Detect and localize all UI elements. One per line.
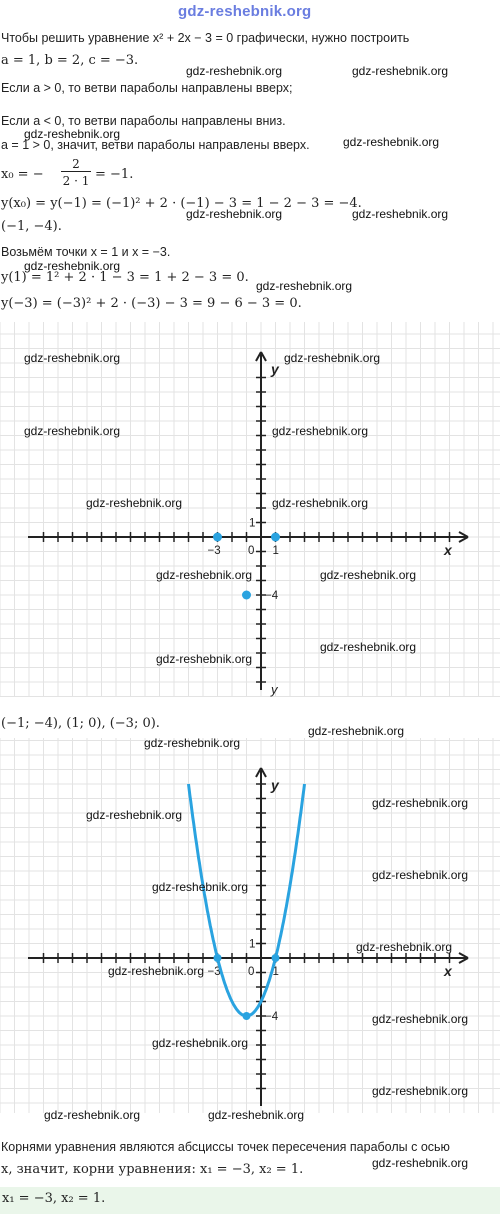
x-axis-label: x	[443, 963, 453, 979]
watermark: gdz-reshebnik.org	[372, 1156, 469, 1170]
watermark: gdz-reshebnik.org	[186, 207, 283, 221]
vertex-x-right: = −1.	[95, 167, 134, 182]
watermark: gdz-reshebnik.org	[24, 127, 121, 141]
watermark: gdz-reshebnik.org	[320, 640, 417, 654]
axes: y x 0 1 1 −3 −4	[28, 351, 469, 690]
vertex-x-denominator: 2 · 1	[62, 174, 90, 188]
tick-label-y-minus-4: −4	[265, 1011, 279, 1023]
y-at-minus-3: y(−3) = (−3)² + 2 · (−3) − 3 = 9 − 6 − 3…	[1, 296, 302, 311]
watermark: gdz-reshebnik.org	[186, 64, 283, 78]
watermark: gdz-reshebnik.org	[256, 279, 353, 293]
watermark: gdz-reshebnik.org	[208, 1108, 305, 1122]
watermark: gdz-reshebnik.org	[372, 1084, 469, 1098]
intro-line: Чтобы решить уравнение x² + 2x − 3 = 0 г…	[1, 31, 410, 45]
watermark: gdz-reshebnik.org	[24, 351, 121, 365]
tick-label-x-1: 1	[273, 966, 279, 978]
watermark: gdz-reshebnik.org	[86, 808, 183, 822]
watermark: gdz-reshebnik.org	[352, 207, 449, 221]
watermark: gdz-reshebnik.org	[372, 796, 469, 810]
tick-label-y-minus-4: −4	[265, 590, 279, 602]
watermark: gdz-reshebnik.org	[24, 259, 121, 273]
branches-up-rule: Если a > 0, то ветви параболы направлены…	[1, 81, 293, 95]
vertex-point	[242, 1012, 251, 1020]
watermark: gdz-reshebnik.org	[156, 652, 253, 666]
tick-label-x-1: 1	[273, 545, 279, 557]
watermark: gdz-reshebnik.org	[272, 424, 369, 438]
watermark: gdz-reshebnik.org	[320, 568, 417, 582]
watermark: gdz-reshebnik.org	[86, 496, 183, 510]
parabola-graph: y x 0 1 1 −3 −4	[0, 738, 500, 1113]
watermark: gdz-reshebnik.org	[44, 1108, 141, 1122]
grid	[0, 322, 500, 697]
root-point	[213, 954, 222, 962]
origin-label: 0	[248, 545, 254, 557]
watermark: gdz-reshebnik.org	[372, 868, 469, 882]
conclusion-line-2: x, значит, корни уравнения: x₁ = −3, x₂ …	[1, 1162, 304, 1177]
branches-conclusion: a = 1 > 0, значит, ветви параболы направ…	[1, 138, 310, 152]
site-header[interactable]: gdz-reshebnik.org	[178, 3, 312, 20]
marks	[213, 532, 280, 600]
tick-label-y-1: 1	[249, 518, 255, 530]
watermark: gdz-reshebnik.org	[308, 724, 405, 738]
y-at-1: y(1) = 1² + 2 · 1 − 3 = 1 + 2 − 3 = 0.	[1, 270, 249, 285]
watermark: gdz-reshebnik.org	[152, 1036, 249, 1050]
origin-label: 0	[248, 966, 254, 978]
y-axis-arrow	[255, 351, 267, 362]
watermark: gdz-reshebnik.org	[343, 135, 440, 149]
y-axis-label: y	[270, 777, 280, 793]
coefficients-line: a = 1, b = 2, c = −3.	[1, 53, 139, 68]
vertex-x-numerator: 2	[61, 157, 91, 172]
y-axis-label: y	[270, 361, 280, 377]
branches-down-rule: Если a < 0, то ветви параболы направлены…	[1, 114, 286, 128]
watermark: gdz-reshebnik.org	[156, 568, 253, 582]
answer-text: x₁ = −3, x₂ = 1.	[2, 1191, 106, 1206]
points-choice: Возьмём точки x = 1 и x = −3.	[1, 245, 171, 259]
x-axis-arrow	[458, 952, 469, 964]
vertex-x-left: x₀ = −	[1, 167, 44, 182]
y-axis-arrow	[255, 767, 267, 778]
answer-box: x₁ = −3, x₂ = 1.	[0, 1187, 500, 1214]
watermark: gdz-reshebnik.org	[356, 940, 453, 954]
tick-label-x-minus-3: −3	[208, 545, 221, 557]
y-axis-label: y	[270, 682, 279, 697]
grid	[0, 738, 500, 1113]
tick-label-y-1: 1	[249, 939, 255, 951]
root-point	[271, 954, 280, 962]
watermark: gdz-reshebnik.org	[352, 64, 449, 78]
axes: y x 0 1 1 −3 −4	[28, 767, 469, 1106]
watermark: gdz-reshebnik.org	[108, 964, 205, 978]
watermark: gdz-reshebnik.org	[284, 351, 381, 365]
watermark: gdz-reshebnik.org	[372, 1012, 469, 1026]
marks	[187, 783, 306, 1020]
vertex-point: (−1, −4).	[1, 219, 62, 234]
conclusion-line-1: Корнями уравнения являются абсциссы точе…	[1, 1140, 450, 1154]
data-point	[242, 590, 251, 600]
watermark: gdz-reshebnik.org	[152, 880, 249, 894]
data-point	[213, 532, 222, 542]
x-axis-arrow	[458, 531, 469, 543]
watermark: gdz-reshebnik.org	[144, 736, 241, 750]
watermark: gdz-reshebnik.org	[272, 496, 369, 510]
points-list: (−1; −4), (1; 0), (−3; 0).	[1, 716, 160, 731]
x-axis-label: x	[443, 542, 453, 558]
watermark: gdz-reshebnik.org	[24, 424, 121, 438]
data-point	[271, 532, 280, 542]
points-graph: y x 0 1 1 −3 −4 y	[0, 322, 500, 697]
tick-label-x-minus-3: −3	[208, 966, 221, 978]
vertex-y-line: y(x₀) = y(−1) = (−1)² + 2 · (−1) − 3 = 1…	[1, 196, 362, 211]
